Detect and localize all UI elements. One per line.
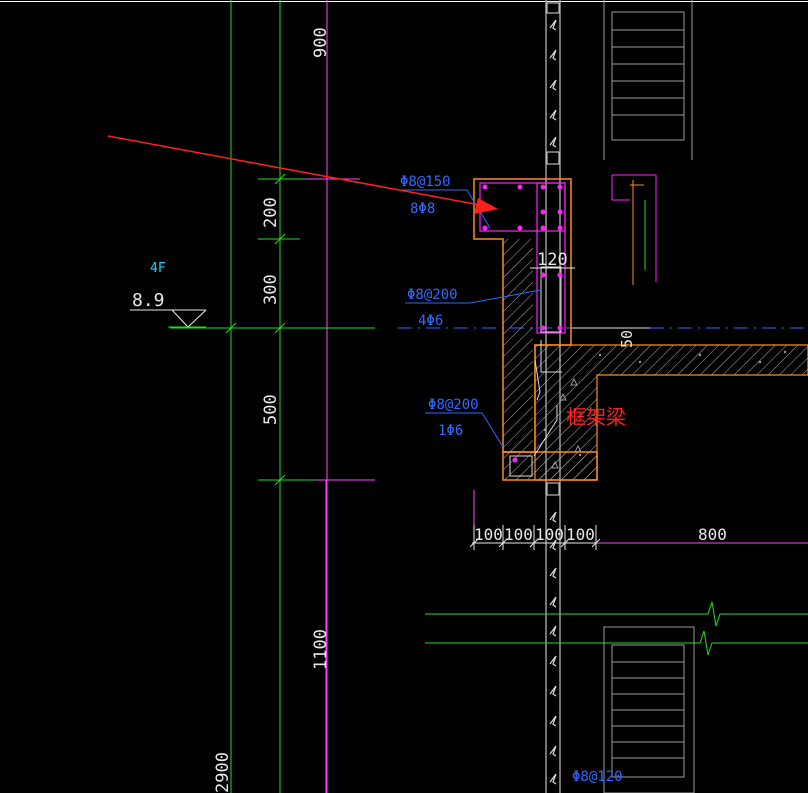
dimension-ticks: [225, 173, 286, 486]
horizontal-dimensions: 100 100 100 100 800: [469, 490, 808, 550]
window-lower: [603, 626, 695, 793]
parapet-dimension: 120: [530, 250, 575, 270]
dim-2900: 2900: [213, 752, 233, 793]
rebar-label-low-stirrup: Φ8@200: [428, 397, 479, 413]
dim-200: 200: [261, 197, 281, 228]
red-arrow: [107, 135, 498, 214]
dim-900: 900: [311, 27, 331, 58]
dim-1100: 1100: [311, 629, 331, 670]
floor-slab: [503, 344, 808, 481]
floor-tag: 4F: [150, 261, 166, 276]
dim-h-5: 800: [698, 525, 727, 544]
rebar-label-mid-stirrup: Φ8@200: [407, 287, 458, 303]
dim-500: 500: [261, 394, 281, 425]
beam-section: [473, 178, 598, 481]
dim-h-4: 100: [566, 525, 595, 544]
rebar-label-low-bars: 1Φ6: [438, 423, 463, 439]
dim-50: 50: [618, 330, 636, 348]
window-upper: [603, 0, 693, 160]
break-lines: [425, 601, 808, 656]
rebar-label-top-stirrup: Φ8@150: [400, 174, 451, 190]
elevation-value: 8.9: [132, 290, 165, 311]
vertical-dimensions: 900 200 300 500 1100 2900: [213, 27, 331, 793]
rebar-label-top-bars: 8Φ8: [410, 201, 435, 217]
rebar-leaders: [398, 189, 542, 448]
dim-120: 120: [537, 250, 568, 270]
axis-lines: [230, 0, 328, 793]
elevation-marker: [130, 309, 207, 328]
magenta-bracket: [611, 174, 657, 285]
beam-note: 框架梁: [566, 405, 626, 429]
dim-h-3: 100: [535, 525, 564, 544]
dim-h-1: 100: [474, 525, 503, 544]
dim-300: 300: [261, 274, 281, 305]
dim-h-2: 100: [504, 525, 533, 544]
rebar-label-bottom-partial: Φ8@120: [572, 769, 623, 785]
slab-thickness-dimension: 50: [572, 327, 650, 348]
rebar-label-mid-bars: 4Φ6: [418, 313, 443, 329]
